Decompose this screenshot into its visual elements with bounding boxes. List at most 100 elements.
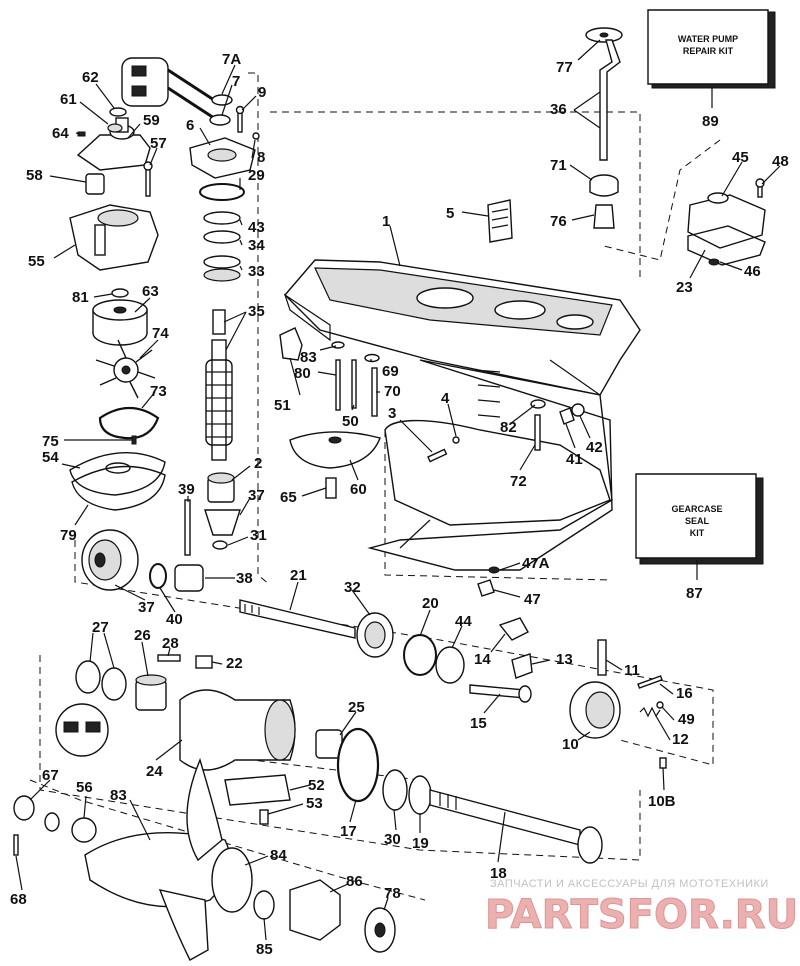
label-part-14: 14 [474, 651, 491, 668]
driveshaft-stack [121, 57, 260, 556]
label-part-69: 69 [382, 363, 399, 380]
label-part-23: 23 [676, 279, 693, 296]
label-part-17: 17 [340, 823, 357, 840]
label-part-77: 77 [556, 59, 573, 76]
label-part-74: 74 [152, 325, 169, 342]
label-part-11: 11 [624, 662, 640, 679]
label-part-87: 87 [686, 585, 703, 602]
label-part-49: 49 [678, 711, 695, 728]
watermark-tagline: ЗАПЧАСТИ И АКСЕССУАРЫ ДЛЯ МОТОТЕХНИКИ [490, 878, 769, 890]
label-part-52: 52 [308, 777, 325, 794]
label-part-1: 1 [382, 213, 390, 230]
label-part-80: 80 [294, 365, 311, 382]
label-part-16: 16 [676, 685, 693, 702]
water-pump-assembly [69, 107, 166, 511]
part-labels: 1 2 3 4 5 6 7 7A 8 9 10 10B 11 12 13 14 … [10, 51, 789, 958]
label-part-10: 10 [562, 736, 579, 753]
label-part-3: 3 [388, 405, 396, 422]
label-part-2: 2 [254, 455, 262, 472]
label-part-47a: 47A [522, 555, 550, 572]
label-part-62: 62 [82, 69, 99, 86]
label-part-64: 64 [52, 125, 69, 142]
label-part-65: 65 [280, 489, 297, 506]
label-part-29: 29 [248, 167, 265, 184]
label-part-86: 86 [346, 873, 363, 890]
label-part-89: 89 [702, 113, 719, 130]
upper-right-parts [487, 27, 766, 266]
label-part-24: 24 [146, 763, 163, 780]
gear-train [81, 529, 667, 769]
gearcase-housing [283, 259, 641, 571]
label-part-71: 71 [550, 157, 567, 174]
label-part-30: 30 [384, 831, 401, 848]
label-part-40: 40 [166, 611, 183, 628]
label-part-19: 19 [412, 835, 429, 852]
label-part-75: 75 [42, 433, 59, 450]
watermark: ЗАПЧАСТИ И АКСЕССУАРЫ ДЛЯ МОТОТЕХНИКИ PA… [485, 878, 799, 939]
label-part-76: 76 [550, 213, 567, 230]
label-part-47: 47 [524, 591, 541, 608]
middle-parts [279, 327, 585, 597]
label-part-25: 25 [348, 699, 365, 716]
label-part-83-propeller: 83 [110, 787, 127, 804]
label-part-37-forward-gear: 37 [138, 599, 155, 616]
watermark-brand: PARTSFOR.RU [485, 892, 798, 938]
label-part-13: 13 [556, 651, 573, 668]
water-pump-kit-line1: WATER PUMP [678, 34, 738, 44]
label-part-67: 67 [42, 767, 59, 784]
label-part-61: 61 [60, 91, 77, 108]
label-part-83-washer: 83 [300, 349, 317, 366]
label-part-27: 27 [92, 619, 109, 636]
label-part-15: 15 [470, 715, 487, 732]
label-part-68: 68 [10, 891, 27, 908]
label-part-84: 84 [270, 847, 287, 864]
label-part-33: 33 [248, 263, 265, 280]
label-part-59: 59 [143, 112, 160, 129]
label-part-50: 50 [342, 413, 359, 430]
label-part-7a: 7A [222, 51, 241, 68]
lower-section [13, 654, 603, 961]
label-part-57: 57 [150, 135, 167, 152]
label-part-54: 54 [42, 449, 59, 466]
label-part-5: 5 [446, 205, 454, 222]
label-part-42: 42 [586, 439, 603, 456]
water-pump-repair-kit-box: WATER PUMP REPAIR KIT [647, 9, 776, 108]
label-part-48: 48 [772, 153, 789, 170]
label-part-73: 73 [150, 383, 167, 400]
label-part-7: 7 [232, 73, 240, 90]
label-part-41: 41 [566, 451, 583, 468]
label-part-34: 34 [248, 237, 265, 254]
label-part-28: 28 [162, 635, 179, 652]
leader-lines [15, 39, 781, 941]
label-part-45: 45 [732, 149, 749, 166]
label-part-21: 21 [290, 567, 307, 584]
label-part-43: 43 [248, 219, 265, 236]
label-part-26: 26 [134, 627, 151, 644]
label-part-35: 35 [248, 303, 265, 320]
label-part-58: 58 [26, 167, 43, 184]
label-part-72: 72 [510, 473, 527, 490]
label-part-70: 70 [384, 383, 401, 400]
label-part-60: 60 [350, 481, 367, 498]
label-part-32: 32 [344, 579, 361, 596]
label-part-81: 81 [72, 289, 89, 306]
label-part-8: 8 [257, 149, 265, 166]
label-part-56: 56 [76, 779, 93, 796]
label-part-78: 78 [384, 885, 401, 902]
label-part-22: 22 [226, 655, 243, 672]
label-part-39: 39 [178, 481, 195, 498]
water-pump-kit-line2: REPAIR KIT [683, 46, 734, 56]
label-part-38: 38 [236, 570, 253, 587]
label-part-55: 55 [28, 253, 45, 270]
label-part-36: 36 [550, 101, 567, 118]
label-part-9: 9 [258, 84, 266, 101]
label-part-85: 85 [256, 941, 273, 958]
label-part-51: 51 [274, 397, 291, 414]
label-part-10b: 10B [648, 793, 676, 810]
label-part-6: 6 [186, 117, 194, 134]
label-part-12: 12 [672, 731, 689, 748]
label-part-53: 53 [306, 795, 323, 812]
label-part-4: 4 [441, 390, 450, 407]
label-part-82: 82 [500, 419, 517, 436]
